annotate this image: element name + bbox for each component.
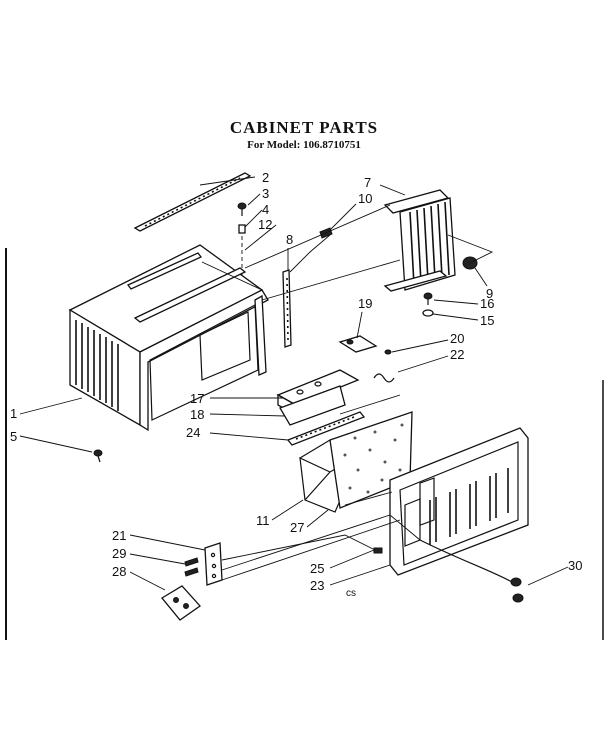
label-18: 18 xyxy=(190,407,204,422)
label-8: 8 xyxy=(286,232,293,247)
part-16-screw xyxy=(423,292,433,305)
label-2: 2 xyxy=(262,170,269,185)
corner-mark: cs xyxy=(346,588,356,599)
label-12: 12 xyxy=(258,217,272,232)
label-19: 19 xyxy=(358,296,372,311)
part-30-wire-harness xyxy=(419,539,524,603)
part-3-screw xyxy=(237,202,247,216)
label-17: 17 xyxy=(190,391,204,406)
label-27: 27 xyxy=(290,520,304,535)
label-4: 4 xyxy=(262,202,269,217)
label-21: 21 xyxy=(112,528,126,543)
part-2-top-rail xyxy=(133,172,252,232)
assembly-guide-lines xyxy=(201,204,494,581)
part-15-washer xyxy=(422,309,434,317)
label-1: 1 xyxy=(10,406,17,421)
label-7: 7 xyxy=(364,175,371,190)
label-28: 28 xyxy=(112,564,126,579)
label-30: 30 xyxy=(568,558,582,573)
part-1-cabinet xyxy=(68,244,269,432)
label-20: 20 xyxy=(450,331,464,346)
label-9: 9 xyxy=(486,286,493,301)
label-24: 24 xyxy=(186,425,200,440)
part-18-bracket xyxy=(279,385,346,426)
label-22: 22 xyxy=(450,347,464,362)
diagram-title: CABINET PARTS xyxy=(229,118,379,137)
part-22-spring-clip xyxy=(373,373,395,383)
label-25: 25 xyxy=(310,561,324,576)
part-labels: 2 3 4 12 8 7 10 9 19 16 15 20 22 17 18 2… xyxy=(10,170,582,599)
label-leaders xyxy=(19,176,569,591)
label-23: 23 xyxy=(310,578,324,593)
label-15: 15 xyxy=(480,313,494,328)
part-20-screw xyxy=(384,349,392,355)
label-5: 5 xyxy=(10,429,17,444)
label-29: 29 xyxy=(112,546,126,561)
part-29-screws xyxy=(184,557,199,577)
part-5-screw xyxy=(93,449,103,463)
part-8-bracket xyxy=(282,269,292,348)
part-7-rear-grille xyxy=(383,189,456,292)
label-10: 10 xyxy=(358,191,372,206)
part-28-bracket xyxy=(161,585,201,621)
part-19-bracket xyxy=(338,335,378,353)
part-24-strip xyxy=(286,411,366,446)
label-16: 16 xyxy=(480,296,494,311)
part-25-pin xyxy=(373,547,383,554)
label-11: 11 xyxy=(256,513,270,528)
diagram-subtitle: For Model: 106.8710751 xyxy=(247,139,361,151)
part-21-plate xyxy=(204,542,223,586)
label-3: 3 xyxy=(262,186,269,201)
part-4-clip xyxy=(238,224,246,234)
